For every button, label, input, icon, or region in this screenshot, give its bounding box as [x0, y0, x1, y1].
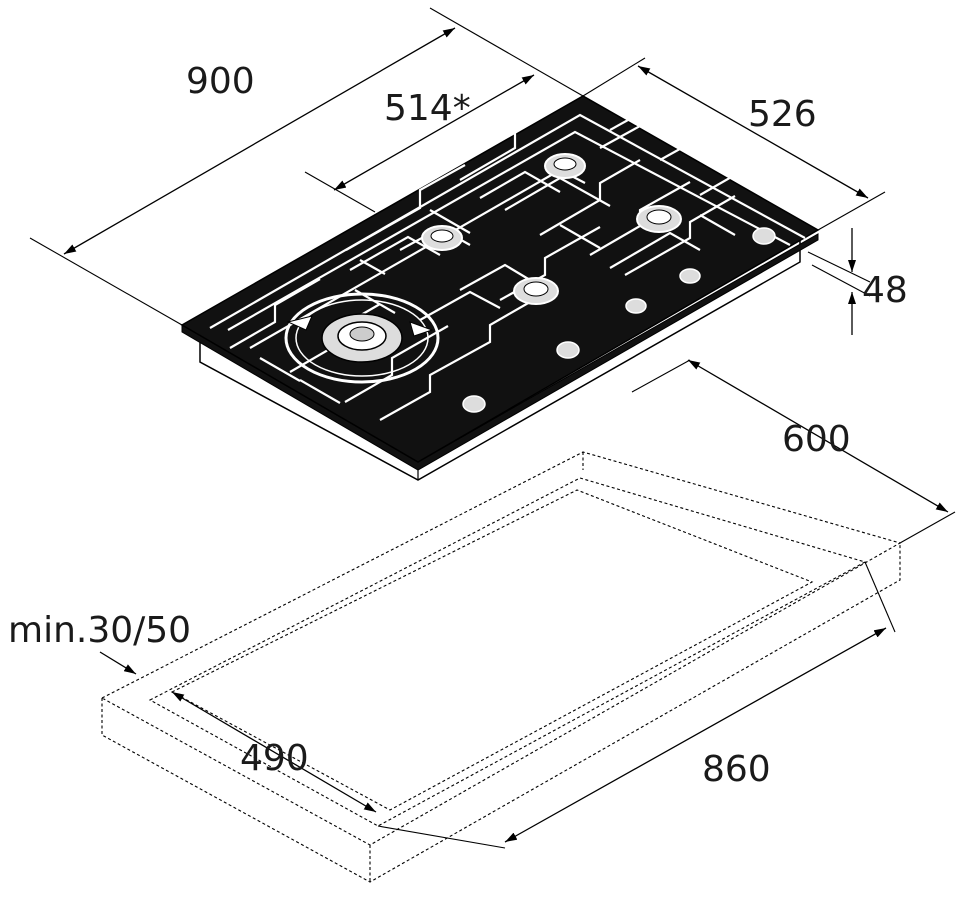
- label-cutout-depth: 490: [240, 738, 309, 779]
- label-overall-width: 900: [186, 61, 255, 102]
- burner-3: [513, 277, 559, 305]
- gas-hob: [180, 95, 820, 481]
- burner-1: [421, 225, 463, 251]
- label-cutout-width: 860: [702, 749, 771, 790]
- cutout-countertop: [100, 451, 902, 883]
- control-knobs: [462, 227, 776, 413]
- burner-2: [544, 153, 586, 179]
- label-front-depth-note: 514*: [384, 88, 471, 129]
- wok-burner: [284, 292, 440, 384]
- label-min-distance: min.30/50: [8, 610, 191, 651]
- knob-1: [462, 395, 486, 413]
- glass-top: [180, 95, 820, 463]
- dimension-labels: 900 514* 526 48 600 min.30/50 490 860: [8, 61, 908, 790]
- knob-5: [752, 227, 776, 245]
- knob-3: [625, 298, 647, 314]
- dimension-lines: [29, 7, 956, 849]
- burner-4: [636, 205, 682, 233]
- label-depth: 526: [748, 94, 817, 135]
- knob-2: [556, 341, 580, 359]
- label-clearance-depth: 600: [782, 419, 851, 460]
- label-height: 48: [862, 270, 908, 311]
- knob-4: [679, 268, 701, 284]
